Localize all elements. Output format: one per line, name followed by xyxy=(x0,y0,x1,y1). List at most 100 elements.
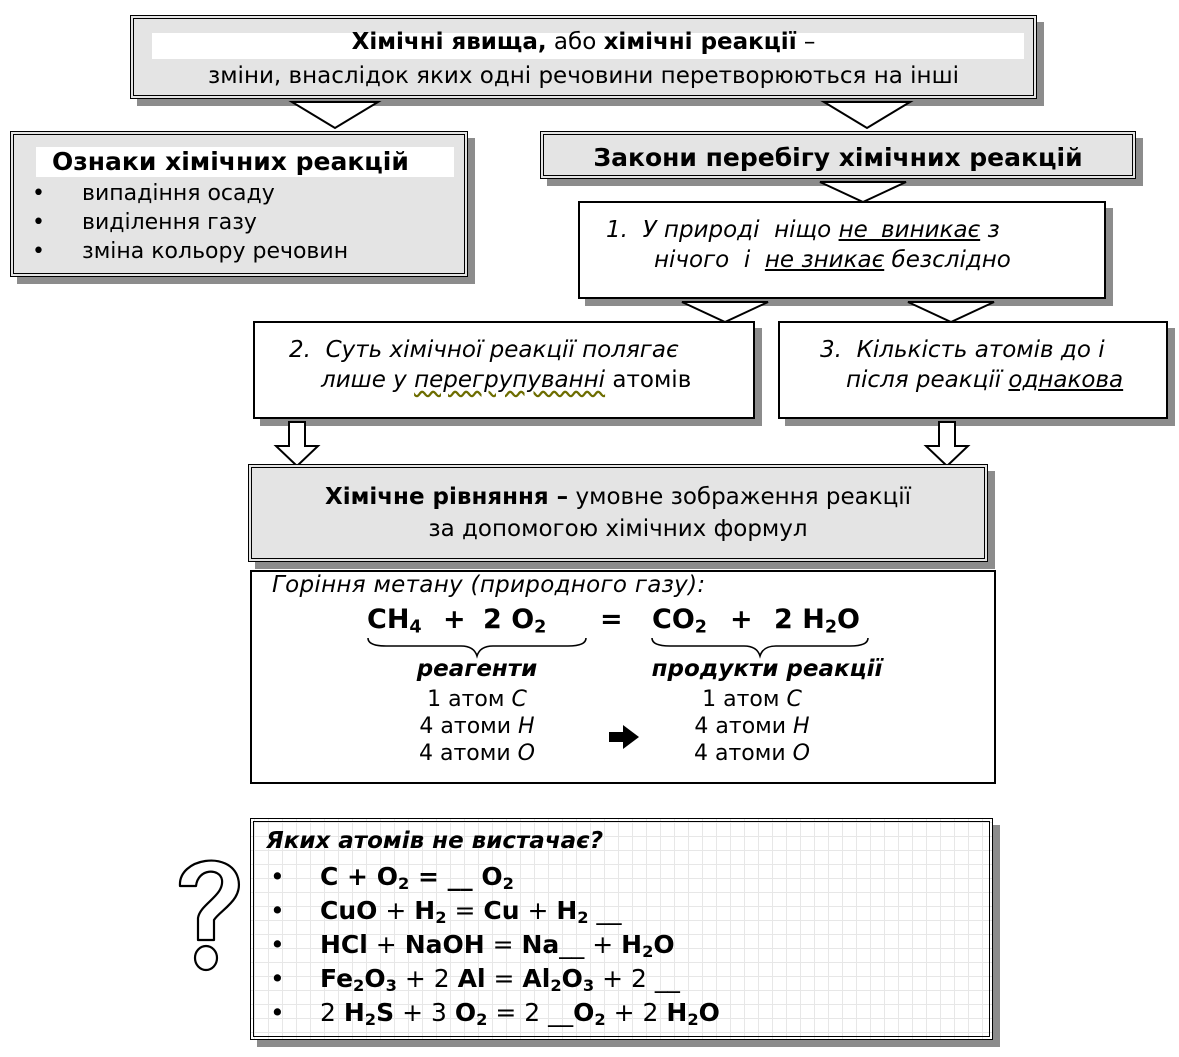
list-item: зміна кольору речовин xyxy=(32,237,348,266)
subscript: 2 xyxy=(694,617,707,638)
reagent-atom-counts: 1 атом C 4 атоми H 4 атоми O xyxy=(377,686,577,767)
signs-box: Ознаки хімічних реакцій випадіння осаду … xyxy=(10,131,468,277)
element-symbol: O xyxy=(792,741,810,766)
arrow-right-icon xyxy=(609,725,639,749)
subscript: 2 xyxy=(502,874,514,894)
subscript: 2 xyxy=(364,1010,377,1030)
law-1-box: 1. У природі ніщо не виникає з нічого і … xyxy=(578,201,1106,299)
laws-title: Закони перебігу хімічних реакцій xyxy=(593,143,1083,172)
subscript: 2 xyxy=(476,1010,488,1030)
atom-count: 4 атоми xyxy=(419,714,519,739)
subscript: 3 xyxy=(582,976,595,996)
reagents-label: реагенти xyxy=(416,656,538,682)
operator: = xyxy=(485,964,523,993)
formula-text: O xyxy=(364,964,386,993)
list-item: 4 атоми H xyxy=(377,713,577,740)
subscript: 2 xyxy=(353,976,365,996)
blank: = 2 __ xyxy=(487,998,574,1027)
formula-text: H xyxy=(414,896,436,925)
arrow-down-icon xyxy=(681,301,769,324)
law-1-line1: 1. У природі ніщо не виникає з xyxy=(606,215,1086,245)
block-arrow-down-icon xyxy=(923,421,971,468)
formula-text: O xyxy=(561,964,583,993)
operator: + xyxy=(519,896,557,925)
brace-reagents-icon xyxy=(367,637,587,659)
list-item: HCl + NaOH = Na__ + H2O xyxy=(270,928,720,962)
law-3-part: Кількість атомів до і xyxy=(856,337,1105,363)
law-2-part: атомів xyxy=(605,367,692,393)
formula-text: H xyxy=(802,604,825,635)
law-3-underlined: однакова xyxy=(1008,367,1124,393)
law-3-line2: після реакції однакова xyxy=(820,365,1160,395)
law-2-line1: 2. Суть хімічної реакції полягає xyxy=(289,335,749,365)
atom-count: 1 атом xyxy=(702,687,787,712)
list-item: 4 атоми O xyxy=(652,740,852,767)
subscript: 2 xyxy=(435,908,447,928)
formula-text: O xyxy=(698,998,720,1027)
list-item: 4 атоми O xyxy=(377,740,577,767)
atom-count: 4 атоми xyxy=(694,741,793,766)
arrow-down-icon xyxy=(819,181,907,204)
subscript: 2 xyxy=(687,1010,699,1030)
law-2-text: 2. Суть хімічної реакції полягає лише у … xyxy=(289,335,749,395)
law-1-text: 1. У природі ніщо не виникає з нічого і … xyxy=(606,215,1086,275)
law-3-part: після реакції xyxy=(846,367,1009,393)
list-item: CuO + H2 = Cu + H2 __ xyxy=(270,894,720,928)
formula-text: O xyxy=(511,604,535,635)
list-item: 4 атоми H xyxy=(652,713,852,740)
plus-sign: + xyxy=(730,604,753,635)
operator: = xyxy=(484,930,522,959)
law-2-underlined: перегрупуванні xyxy=(414,367,606,393)
formula-text: CH xyxy=(367,604,410,635)
formula-text: Na xyxy=(521,930,560,959)
law-1-part: нічого і xyxy=(654,247,765,273)
law-1-part: У природі ніщо xyxy=(642,217,839,243)
list-item: 1 атом C xyxy=(652,686,852,713)
subscript: 2 xyxy=(577,908,589,928)
atom-count: 1 атом xyxy=(427,687,512,712)
quiz-box: Яких атомів не вистачає? C + O2 = __ O2 … xyxy=(250,818,993,1040)
law-1-part: з xyxy=(980,217,1000,243)
formula-co2: CO2 xyxy=(652,604,707,638)
term-chemical-reactions: хімічні реакції xyxy=(603,29,797,55)
atom-count: 4 атоми xyxy=(694,714,794,739)
list-item: Fe2O3 + 2 Al = Al2O3 + 2 __ xyxy=(270,962,720,996)
law-2-box: 2. Суть хімічної реакції полягає лише у … xyxy=(253,321,755,419)
example-box: Горіння метану (природного газу): CH4 + … xyxy=(250,570,996,784)
signs-title-highlight xyxy=(36,147,454,177)
law-2-part: лише у xyxy=(321,367,415,393)
law-1-line2: нічого і не зникає безслідно xyxy=(606,245,1086,275)
subscript: 2 xyxy=(534,617,547,638)
operator: + xyxy=(367,930,405,959)
list-item: виділення газу xyxy=(32,208,348,237)
subscript: 2 xyxy=(594,1010,606,1030)
subscript: 2 xyxy=(550,976,562,996)
definition-connector: або xyxy=(546,29,604,55)
formula-text: C + O xyxy=(320,862,398,891)
coefficient: 2 xyxy=(320,998,344,1027)
coefficient: 2 xyxy=(774,604,793,635)
equation-definition-line1: Хімічне рівняння – умовне зображення реа… xyxy=(252,484,984,510)
element-symbol: C xyxy=(511,687,527,712)
element-symbol: H xyxy=(793,714,810,739)
law-3-box: 3. Кількість атомів до і після реакції о… xyxy=(778,321,1168,419)
equation-definition-box: Хімічне рівняння – умовне зображення реа… xyxy=(248,464,988,562)
formula-text: NaOH xyxy=(404,930,485,959)
subscript: 2 xyxy=(642,942,654,962)
formula-text: Fe xyxy=(320,964,354,993)
formula-ch4: CH4 xyxy=(367,604,422,638)
operator: = xyxy=(446,896,484,925)
law-2-part: Суть хімічної реакції полягає xyxy=(325,337,679,363)
formula-text: H xyxy=(343,998,365,1027)
equation-definition-rest: умовне зображення реакції xyxy=(568,484,912,510)
term-chemical-equation: Хімічне рівняння – xyxy=(324,484,569,510)
formula-text: O xyxy=(454,998,477,1027)
term-chemical-phenomena: Хімічні явища, xyxy=(351,29,547,55)
subscript: 4 xyxy=(409,617,422,638)
signs-list: випадіння осаду виділення газу зміна кол… xyxy=(32,179,348,266)
formula-2o2: 2 O2 xyxy=(483,604,547,638)
element-symbol: H xyxy=(518,714,535,739)
formula-text: O xyxy=(653,930,675,959)
equals-sign: = xyxy=(600,604,623,635)
signs-title: Ознаки хімічних реакцій xyxy=(52,147,409,176)
